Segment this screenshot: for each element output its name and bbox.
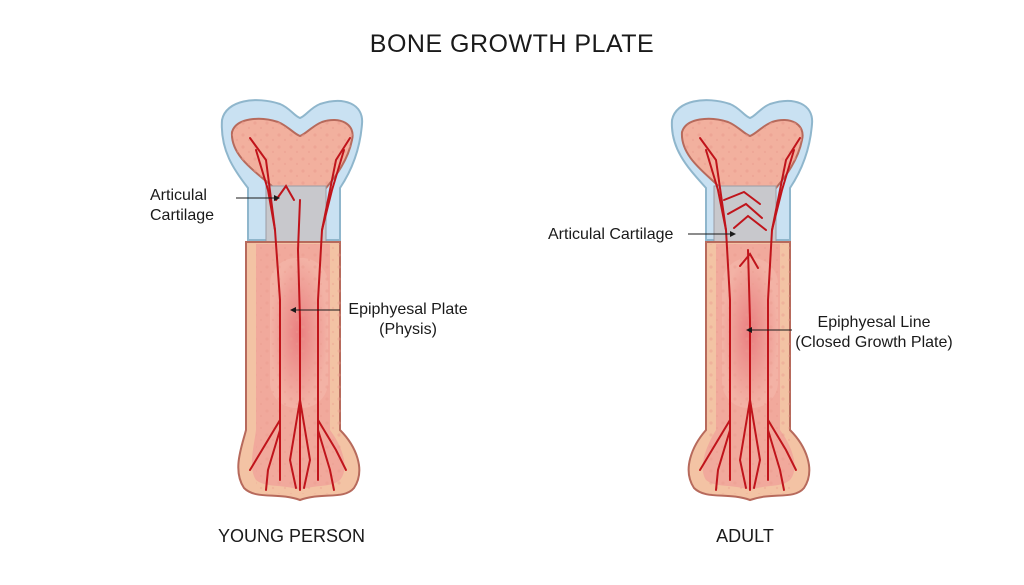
adult-caption: ADULT	[716, 526, 774, 546]
adult-line-label-line1: Epiphyesal Line	[817, 314, 931, 331]
young-cartilage-label-line2: Cartilage	[150, 207, 215, 224]
young-caption: YOUNG PERSON	[218, 526, 366, 546]
adult-blood-vessels	[699, 137, 801, 491]
adult-line-label-line2: (Closed Growth Plate)	[795, 334, 953, 351]
adult-cartilage-arrowhead	[730, 231, 736, 237]
adult-cartilage-label: Articulal Cartilage	[548, 226, 674, 243]
adult-line-label: Epiphyesal Line (Closed Growth Plate)	[790, 313, 958, 353]
young-plate-label-line1: Epiphyesal Plate	[348, 301, 468, 318]
young-blood-vessels	[249, 137, 351, 491]
young-cartilage-arrowhead	[274, 195, 280, 201]
adult-line-arrowhead	[746, 327, 752, 333]
young-plate-label-line2: (Physis)	[379, 321, 437, 338]
young-plate-arrowhead	[290, 307, 296, 313]
young-bone	[220, 99, 364, 502]
young-cartilage-label-line1: Articulal	[150, 187, 207, 204]
young-plate-label: Epiphyesal Plate (Physis)	[345, 300, 471, 340]
adult-bone	[670, 99, 814, 502]
young-cartilage-label: Articulal Cartilage	[150, 186, 220, 226]
diagram-title: BONE GROWTH PLATE	[369, 30, 655, 58]
